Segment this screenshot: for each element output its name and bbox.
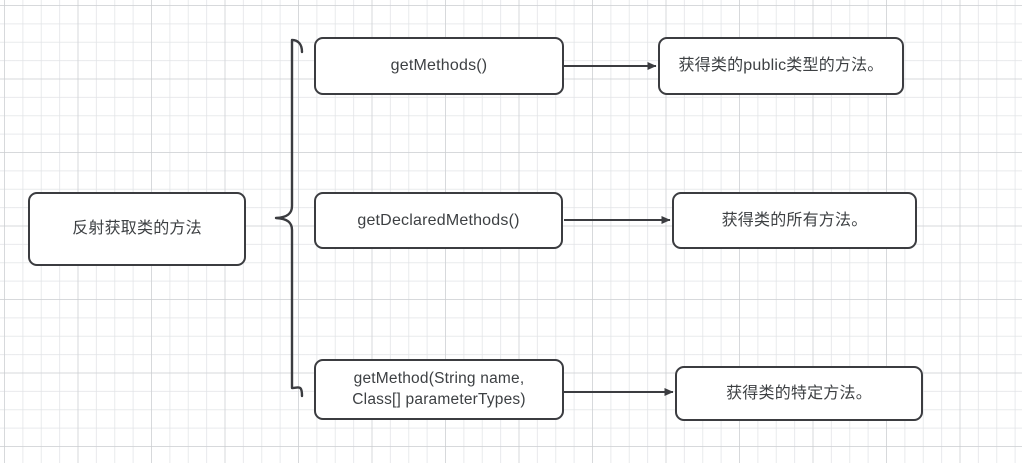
description-node-label: 获得类的特定方法。 — [726, 384, 872, 402]
method-node-get-methods[interactable]: getMethods() — [314, 37, 564, 95]
root-node[interactable]: 反射获取类的方法 — [28, 192, 246, 266]
description-node-get-declared-methods[interactable]: 获得类的所有方法。 — [672, 192, 917, 249]
method-node-get-declared-methods[interactable]: getDeclaredMethods() — [314, 192, 563, 249]
method-node-label: getDeclaredMethods() — [357, 211, 520, 229]
root-node-label: 反射获取类的方法 — [72, 220, 202, 238]
method-node-get-method[interactable]: getMethod(String name, Class[] parameter… — [314, 359, 564, 420]
method-node-label: getMethod(String name, Class[] parameter… — [352, 369, 526, 408]
description-node-get-methods[interactable]: 获得类的public类型的方法。 — [658, 37, 904, 95]
description-node-get-method[interactable]: 获得类的特定方法。 — [675, 366, 923, 421]
description-node-label: 获得类的所有方法。 — [721, 211, 868, 229]
description-node-label: 获得类的public类型的方法。 — [678, 57, 884, 75]
left-curly-brace-icon — [274, 38, 304, 398]
method-node-label: getMethods() — [390, 57, 488, 75]
